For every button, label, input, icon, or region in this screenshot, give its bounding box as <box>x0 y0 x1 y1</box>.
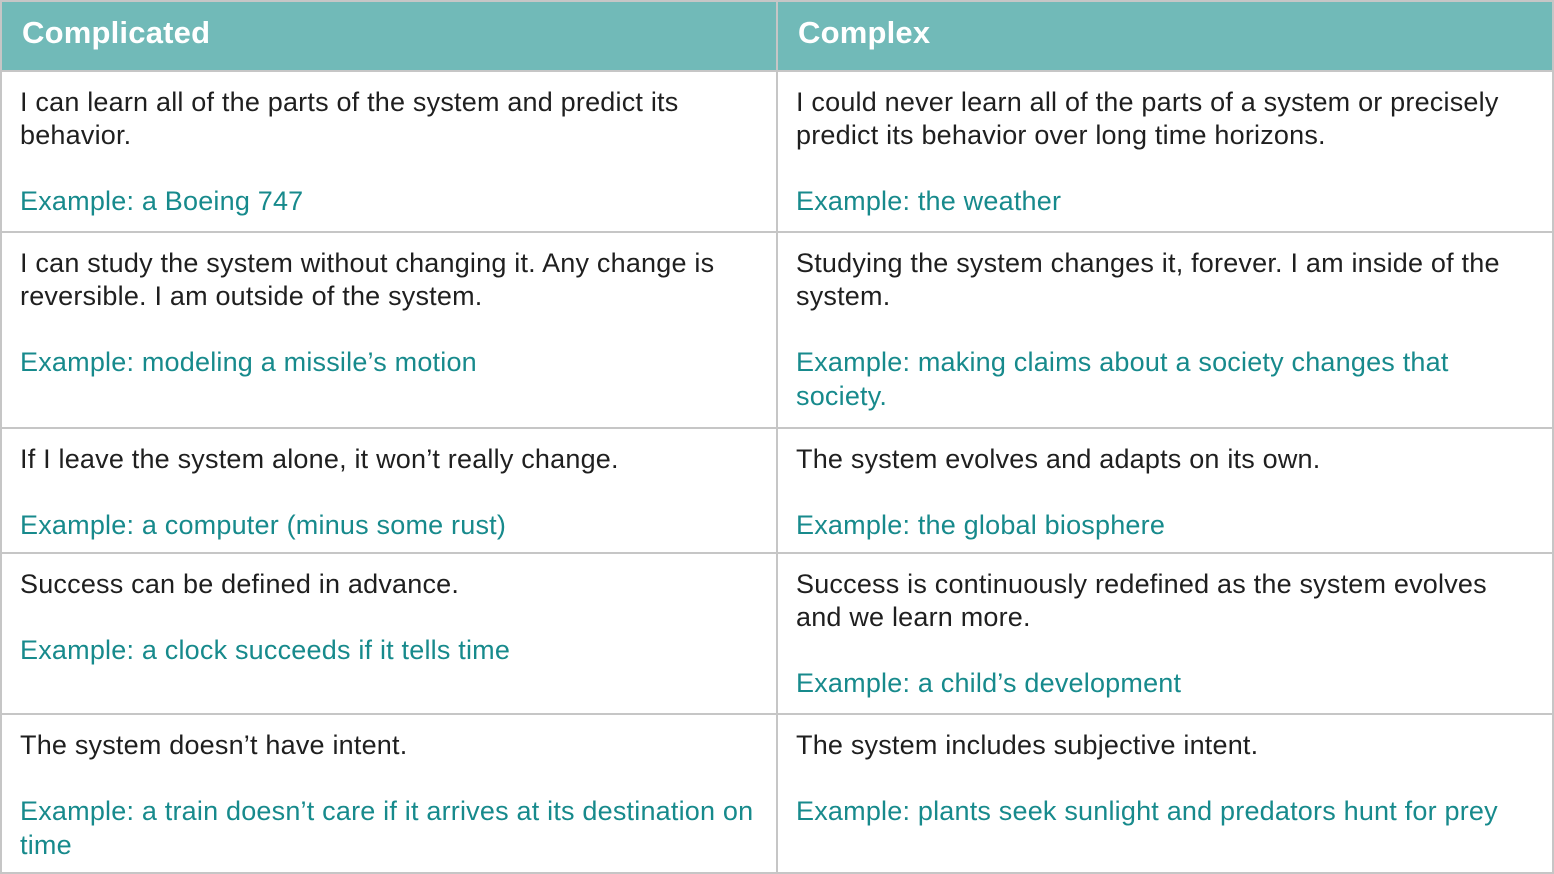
cell-example: Example: making claims about a society c… <box>796 347 1449 411</box>
cell-example: Example: a Boeing 747 <box>20 186 304 216</box>
cell-example: Example: plants seek sunlight and predat… <box>796 796 1498 826</box>
cell-description: The system evolves and adapts on its own… <box>796 444 1321 474</box>
header-complex: Complex <box>778 2 1552 72</box>
cell-example: Example: the weather <box>796 186 1062 216</box>
cell-description: I can learn all of the parts of the syst… <box>20 87 679 150</box>
table-cell-complicated: Success can be defined in advance. Examp… <box>2 554 778 715</box>
table-cell-complicated: I can learn all of the parts of the syst… <box>2 72 778 233</box>
table-cell-complex: The system evolves and adapts on its own… <box>778 429 1552 554</box>
cell-description: The system doesn’t have intent. <box>20 730 408 760</box>
cell-example: Example: a clock succeeds if it tells ti… <box>20 635 511 665</box>
cell-example: Example: the global biosphere <box>796 510 1166 540</box>
cell-description: If I leave the system alone, it won’t re… <box>20 444 619 474</box>
table-cell-complicated: If I leave the system alone, it won’t re… <box>2 429 778 554</box>
cell-example: Example: a train doesn’t care if it arri… <box>20 796 754 860</box>
cell-description: I can study the system without changing … <box>20 248 715 311</box>
cell-example: Example: a child’s development <box>796 668 1182 698</box>
cell-description: Success can be defined in advance. <box>20 569 460 599</box>
cell-description: I could never learn all of the parts of … <box>796 87 1499 150</box>
cell-example: Example: modeling a missile’s motion <box>20 347 477 377</box>
table-cell-complex: Success is continuously redefined as the… <box>778 554 1552 715</box>
cell-example: Example: a computer (minus some rust) <box>20 510 507 540</box>
table-cell-complicated: I can study the system without changing … <box>2 233 778 429</box>
cell-description: Studying the system changes it, forever.… <box>796 248 1500 311</box>
header-complicated: Complicated <box>2 2 778 72</box>
cell-description: Success is continuously redefined as the… <box>796 569 1487 632</box>
table-cell-complex: I could never learn all of the parts of … <box>778 72 1552 233</box>
table-cell-complicated: The system doesn’t have intent. Example:… <box>2 715 778 872</box>
cell-description: The system includes subjective intent. <box>796 730 1259 760</box>
table-cell-complex: Studying the system changes it, forever.… <box>778 233 1552 429</box>
table-cell-complex: The system includes subjective intent. E… <box>778 715 1552 872</box>
